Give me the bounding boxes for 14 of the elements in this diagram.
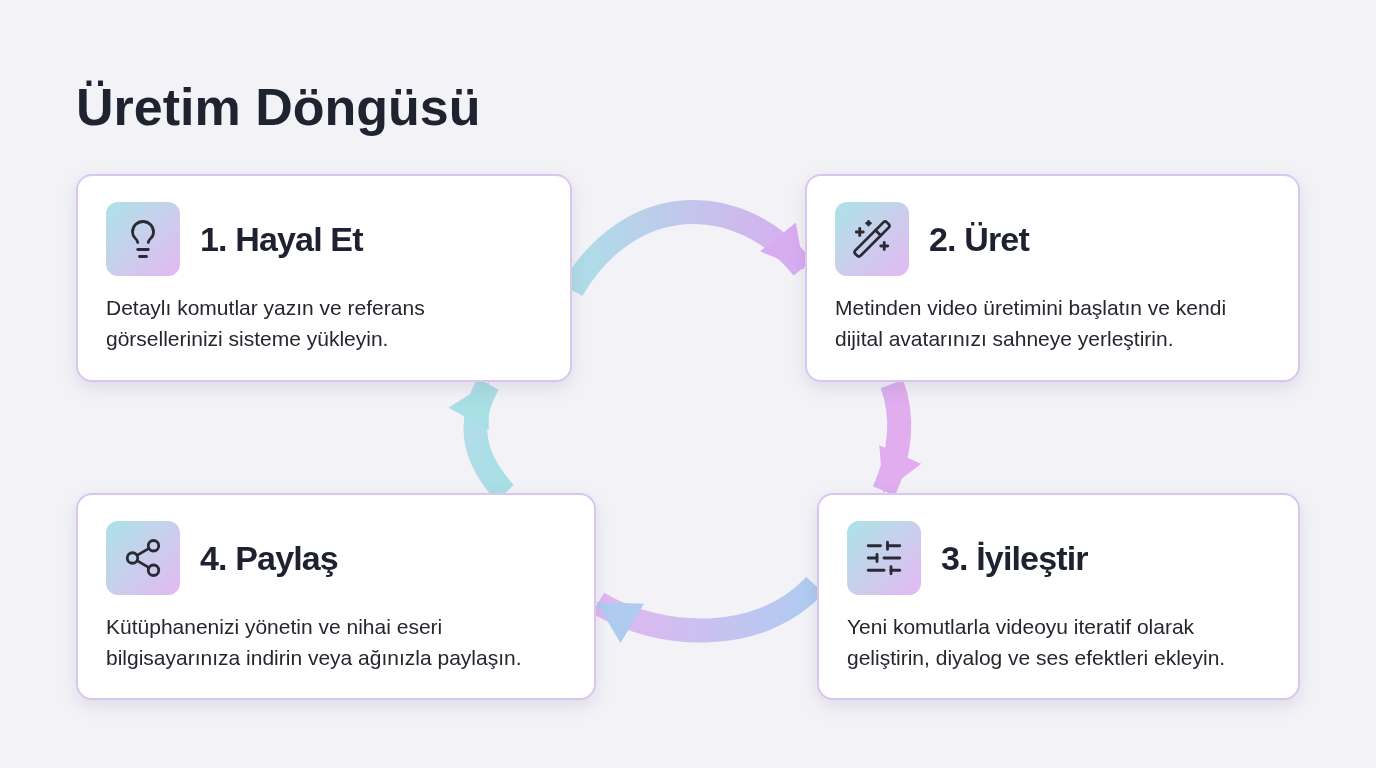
step-card bbox=[76, 174, 572, 382]
step-title: 4. Paylaş bbox=[200, 537, 338, 579]
curved-arrow bbox=[872, 380, 921, 496]
title: Üretim Döngüsü bbox=[76, 77, 481, 138]
step-card bbox=[76, 493, 596, 700]
step-title: 1. Hayal Et bbox=[200, 218, 363, 260]
step-description: Kütüphanenizi yönetin ve nihai eseri bilgisayarınıza indirin veya ağınızla paylaşın. bbox=[106, 614, 523, 671]
step-description: Detaylı komutlar yazın ve referans görsellerinizi sisteme yükleyin. bbox=[106, 295, 426, 352]
step-description: Metinden video üretimini başlatın ve kendi dijital avatarınızı sahneye yerleştirin. bbox=[835, 295, 1228, 352]
step-title: 2. Üret bbox=[929, 218, 1029, 260]
step-card bbox=[817, 493, 1300, 700]
step-card bbox=[805, 174, 1300, 382]
step-title: 3. İyileştir bbox=[941, 537, 1088, 579]
step-description: Yeni komutlarla videoyu iteratif olarak geliştirin, diyalog ve ses efektleri ekleyin. bbox=[847, 614, 1227, 671]
